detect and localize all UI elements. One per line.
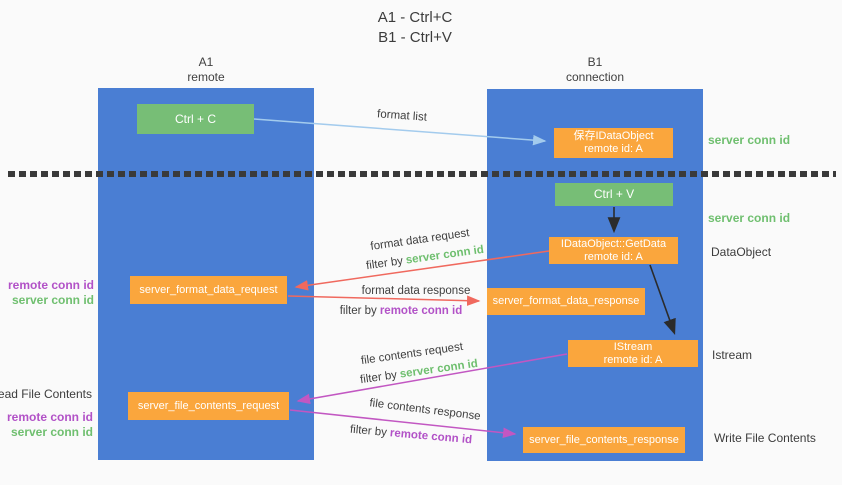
title-line-1: A1 - Ctrl+C <box>377 9 453 26</box>
column-b-header: B1 connection <box>530 55 660 85</box>
dataobject-note: DataObject <box>711 245 772 259</box>
remote-conn-id-note-format: remote conn id <box>7 278 94 292</box>
server-conn-id-note-format: server conn id <box>11 293 94 307</box>
server-file-contents-response-box: server_file_contents_response <box>523 427 685 453</box>
column-a-header: A1 remote <box>141 55 271 85</box>
server-format-data-request-box: server_format_data_request <box>130 276 287 304</box>
istream-line1: IStream <box>613 340 653 353</box>
server-file-contents-request-box: server_file_contents_request <box>128 392 289 420</box>
istream-line2: remote id: A <box>603 353 663 366</box>
server-format-data-request-label: server_format_data_request <box>139 283 278 296</box>
filter-by-text: filter by <box>349 423 388 439</box>
format-list-label: format list <box>376 108 428 124</box>
remote-conn-id-text: remote conn id <box>389 427 473 447</box>
file-contents-response-label: file contents response <box>368 397 482 423</box>
format-data-response-label: format data response <box>361 285 471 297</box>
filter-by-text: filter by <box>339 305 377 317</box>
remote-conn-id-text: remote conn id <box>379 305 463 317</box>
column-a-role: remote <box>187 70 225 84</box>
server-conn-id-note-top: server conn id <box>708 133 791 147</box>
server-format-data-response-label: server_format_data_response <box>492 295 640 307</box>
server-conn-id-text: server conn id <box>405 243 485 267</box>
save-idataobject-line2: remote id: A <box>584 143 643 155</box>
save-idataobject-box: 保存IDataObject remote id: A <box>554 128 673 158</box>
save-idataobject-line1: 保存IDataObject <box>573 130 654 142</box>
column-b-role: connection <box>565 70 625 84</box>
server-conn-id-note-file: server conn id <box>10 425 93 439</box>
idataobject-getdata-box: IDataObject::GetData remote id: A <box>549 237 678 264</box>
file-conn-id-notes: remote conn id server conn id <box>7 410 93 440</box>
server-conn-id-text: server conn id <box>399 357 479 381</box>
server-conn-id-note-mid: server conn id <box>708 211 791 225</box>
istream-box: IStream remote id: A <box>568 340 698 367</box>
session-divider-dashed-line <box>8 171 836 177</box>
filter-by-text: filter by <box>365 255 404 273</box>
read-file-contents-note: Read File Contents <box>0 387 92 401</box>
ctrl-c-label: Ctrl + C <box>174 111 216 126</box>
filter-by-text: filter by <box>359 369 398 387</box>
column-a-name: A1 <box>198 55 214 69</box>
format-conn-id-notes: remote conn id server conn id <box>8 278 94 308</box>
title-line-2: B1 - Ctrl+V <box>378 29 452 46</box>
diagram-title: A1 - Ctrl+C B1 - Ctrl+V <box>310 8 520 48</box>
ctrl-v-label: Ctrl + V <box>593 187 635 201</box>
idataobject-getdata-line1: IDataObject::GetData <box>560 237 667 250</box>
ctrl-v-box: Ctrl + V <box>555 183 673 206</box>
write-file-contents-note: Write File Contents <box>714 431 816 445</box>
remote-conn-id-note-file: remote conn id <box>6 410 93 424</box>
server-file-contents-response-label: server_file_contents_response <box>529 433 679 446</box>
istream-note: Istream <box>712 348 753 362</box>
ctrl-c-box: Ctrl + C <box>137 104 254 134</box>
server-format-data-response-box: server_format_data_response <box>487 288 645 315</box>
column-b-name: B1 <box>587 55 603 69</box>
idataobject-getdata-line2: remote id: A <box>584 250 643 263</box>
server-file-contents-request-label: server_file_contents_request <box>137 399 280 412</box>
